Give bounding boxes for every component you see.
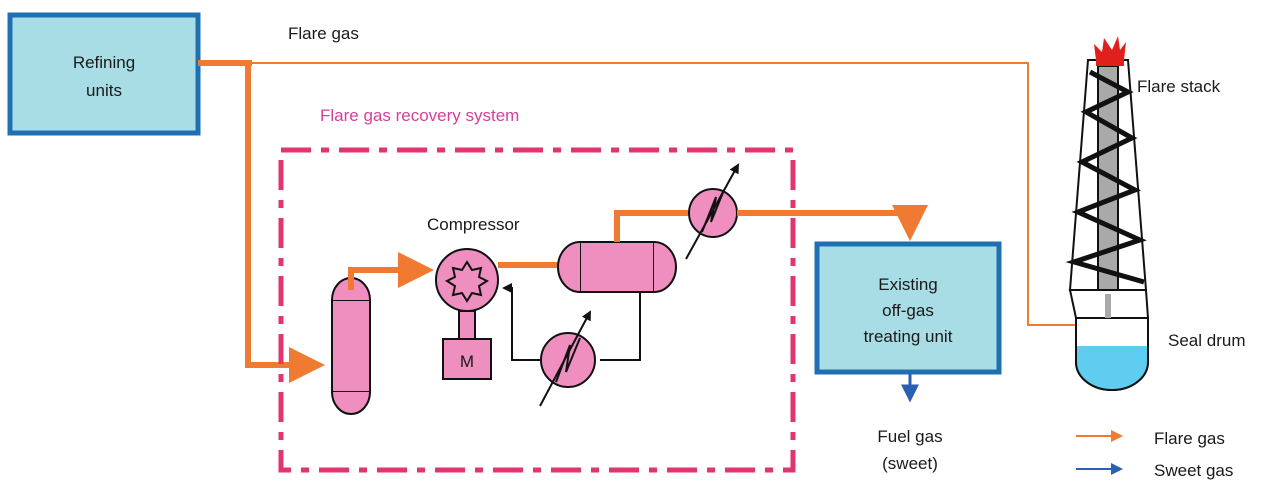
legend: Flare gas Sweet gas — [1076, 429, 1233, 480]
seal-drum — [1068, 289, 1150, 391]
recovery-system-title: Flare gas recovery system — [320, 106, 519, 125]
heat-exchanger-icon — [539, 310, 596, 407]
treating-unit-label-line2: off-gas — [882, 301, 934, 320]
fuel-gas-label-line1: Fuel gas — [877, 427, 942, 446]
refining-units-label-line1: Refining — [73, 53, 135, 72]
flare-stack — [1065, 36, 1148, 295]
cooler-to-treating-line — [737, 205, 928, 241]
drum-to-compressor-line — [348, 252, 434, 290]
legend-sweet-gas-label: Sweet gas — [1154, 461, 1233, 480]
treating-unit-box: Existing off-gas treating unit — [814, 241, 1002, 375]
fuel-gas-label-line2: (sweet) — [882, 454, 938, 473]
refining-units-box: Refining units — [7, 12, 201, 136]
separator-to-cooler-line — [614, 210, 688, 242]
horizontal-separator — [557, 241, 677, 293]
motor-icon: M — [442, 338, 492, 380]
flare-stack-label: Flare stack — [1137, 77, 1221, 96]
flame-icon — [1094, 36, 1126, 60]
recycle-loop-return — [502, 283, 540, 361]
refining-units-label-line2: units — [86, 81, 122, 100]
recycle-loop-line — [600, 292, 641, 361]
compressor-icon — [435, 248, 499, 340]
compressor-label: Compressor — [427, 215, 520, 234]
treating-unit-label-line3: treating unit — [864, 327, 953, 346]
flare-gas-feed-line — [240, 60, 325, 383]
legend-flare-gas-label: Flare gas — [1154, 429, 1225, 448]
motor-label: M — [460, 352, 474, 371]
recovery-system-boundary — [278, 147, 796, 473]
seal-drum-label: Seal drum — [1168, 331, 1245, 350]
knockout-drum — [331, 277, 371, 415]
heat-exchanger-icon — [685, 163, 739, 260]
treating-unit-label-line1: Existing — [878, 275, 938, 294]
flare-gas-top-label: Flare gas — [288, 24, 359, 43]
